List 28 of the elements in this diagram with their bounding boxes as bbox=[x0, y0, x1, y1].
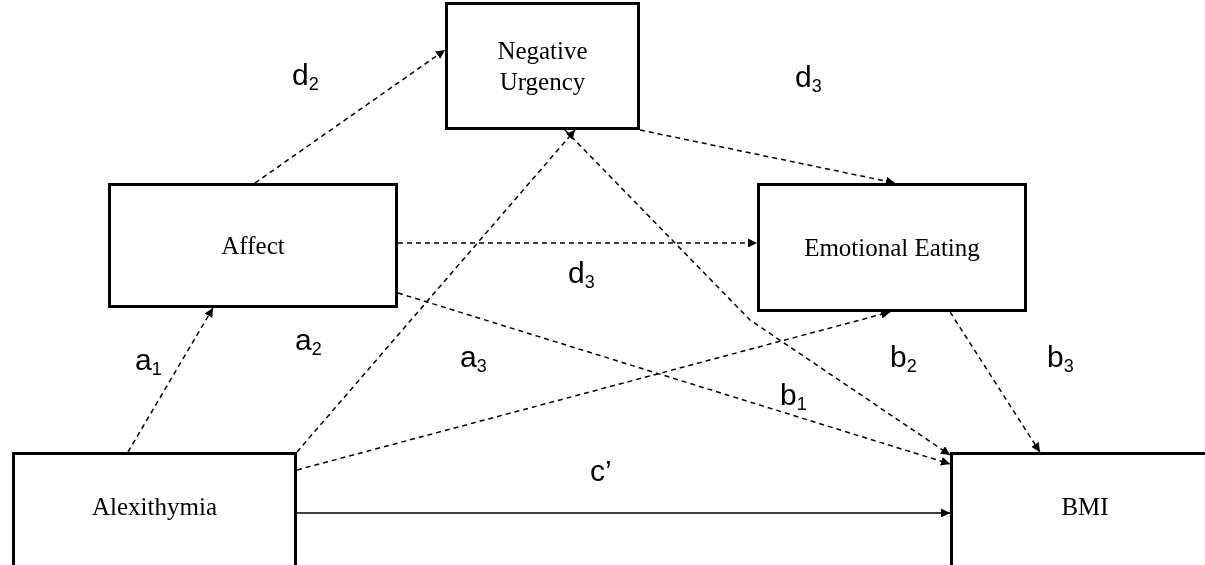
path-label: d$_{3}$ bbox=[568, 258, 595, 288]
variable-name: Negative Urgency bbox=[496, 35, 589, 97]
dashed-arrow bbox=[296, 129, 576, 453]
variable-box bbox=[108, 183, 398, 308]
variable-name: BMI bbox=[1061, 492, 1109, 523]
path-label: b$_{3}$ bbox=[1047, 342, 1074, 372]
variable-name: Emotional Eating bbox=[804, 232, 980, 263]
path-label: a$_{2}$ bbox=[295, 325, 322, 355]
dashed-arrow bbox=[254, 49, 446, 184]
dashed-arrow bbox=[127, 307, 214, 453]
path-label: a$_{3}$ bbox=[460, 342, 487, 372]
dashed-arrow bbox=[397, 238, 758, 248]
variable-box bbox=[757, 183, 1027, 312]
path-label: b$_{1}$ bbox=[780, 380, 807, 410]
variable-box bbox=[12, 452, 297, 565]
path-label: d$_{3}$ bbox=[795, 62, 822, 92]
variable-name: Alexithymia bbox=[92, 492, 217, 523]
variable-box bbox=[950, 452, 1205, 565]
dashed-arrow bbox=[949, 311, 1041, 453]
dashed-arrow bbox=[564, 129, 951, 456]
arrow bbox=[296, 508, 951, 518]
variable-name: Affect bbox=[221, 230, 285, 261]
variable-box bbox=[445, 2, 640, 130]
path-label: a$_{1}$ bbox=[135, 345, 162, 375]
path-label: d$_{2}$ bbox=[292, 60, 319, 90]
dashed-arrow bbox=[397, 292, 951, 466]
path-label: c’ bbox=[590, 456, 612, 486]
path-label: b$_{2}$ bbox=[890, 342, 917, 372]
